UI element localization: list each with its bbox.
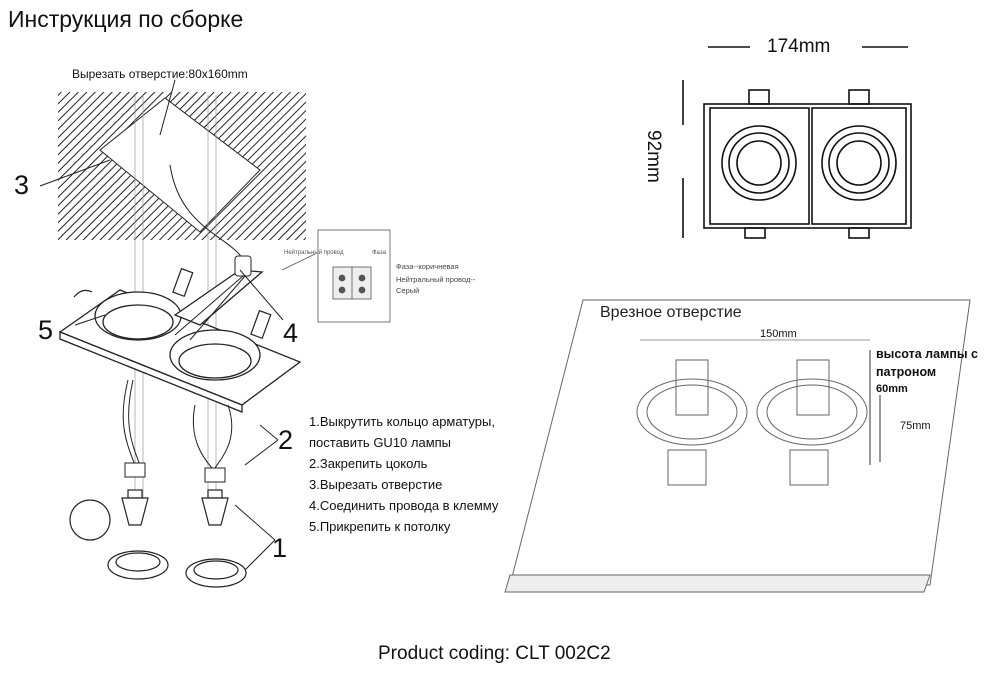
- mounting-plate: [58, 269, 302, 413]
- callout-3: 3: [14, 170, 30, 200]
- dimension-150: 150mm: [760, 328, 797, 340]
- spring-clip: [73, 267, 272, 340]
- wire: [169, 164, 246, 263]
- wiring-neutral-small: Нейтральный провод: [284, 250, 344, 256]
- wiring-diagram: [281, 229, 391, 323]
- step-line: 1.Выкрутить кольцо арматуры,: [309, 414, 495, 429]
- lamp-wires: [122, 379, 233, 469]
- callout-4: 4: [283, 318, 299, 348]
- ceiling-hatch: [58, 92, 306, 240]
- page-title: Инструкция по сборке: [8, 6, 244, 32]
- assembly-steps: 1.Выкрутить кольцо арматуры, поставить G…: [309, 411, 498, 537]
- callout-lines: [74, 269, 284, 571]
- gu10-lamp: [121, 489, 229, 526]
- step-line: 3.Вырезать отверстие: [309, 477, 443, 492]
- lamp-height-label: высота лампы с патроном: [876, 347, 978, 379]
- wiring-neutral-label: Нейтральный провод--Серый: [396, 275, 476, 295]
- dimension-75: 75mm: [900, 420, 931, 432]
- wiring-phase-small: Фаза: [372, 250, 386, 256]
- cutout-label: Вырезать отверстие:80х160mm: [72, 67, 248, 81]
- gu10-socket: [124, 462, 226, 483]
- installation-inset: [504, 299, 971, 593]
- wiring-phase-label: Фаза--коричневая: [396, 262, 459, 271]
- trim-ring: [69, 499, 247, 588]
- cutout-pointer: [159, 79, 176, 136]
- step-line: 2.Закрепить цоколь: [309, 456, 428, 471]
- step-line: 4.Соединить провода в клемму: [309, 498, 499, 513]
- callout-2: 2: [278, 425, 294, 455]
- step-line: поставить GU10 лампы: [309, 435, 452, 450]
- inset-title: Врезное отверстие: [600, 304, 742, 321]
- step-line: 5.Прикрепить к потолку: [309, 519, 451, 534]
- dimension-height: 92mm: [643, 130, 664, 183]
- top-view: [682, 46, 912, 239]
- callout-1: 1: [272, 533, 288, 563]
- dimension-width: 174mm: [767, 36, 831, 57]
- callout-5: 5: [38, 315, 54, 345]
- terminal-block: [174, 255, 252, 341]
- product-coding: Product coding: CLT 002C2: [378, 643, 611, 664]
- dimension-60: 60mm: [876, 383, 908, 395]
